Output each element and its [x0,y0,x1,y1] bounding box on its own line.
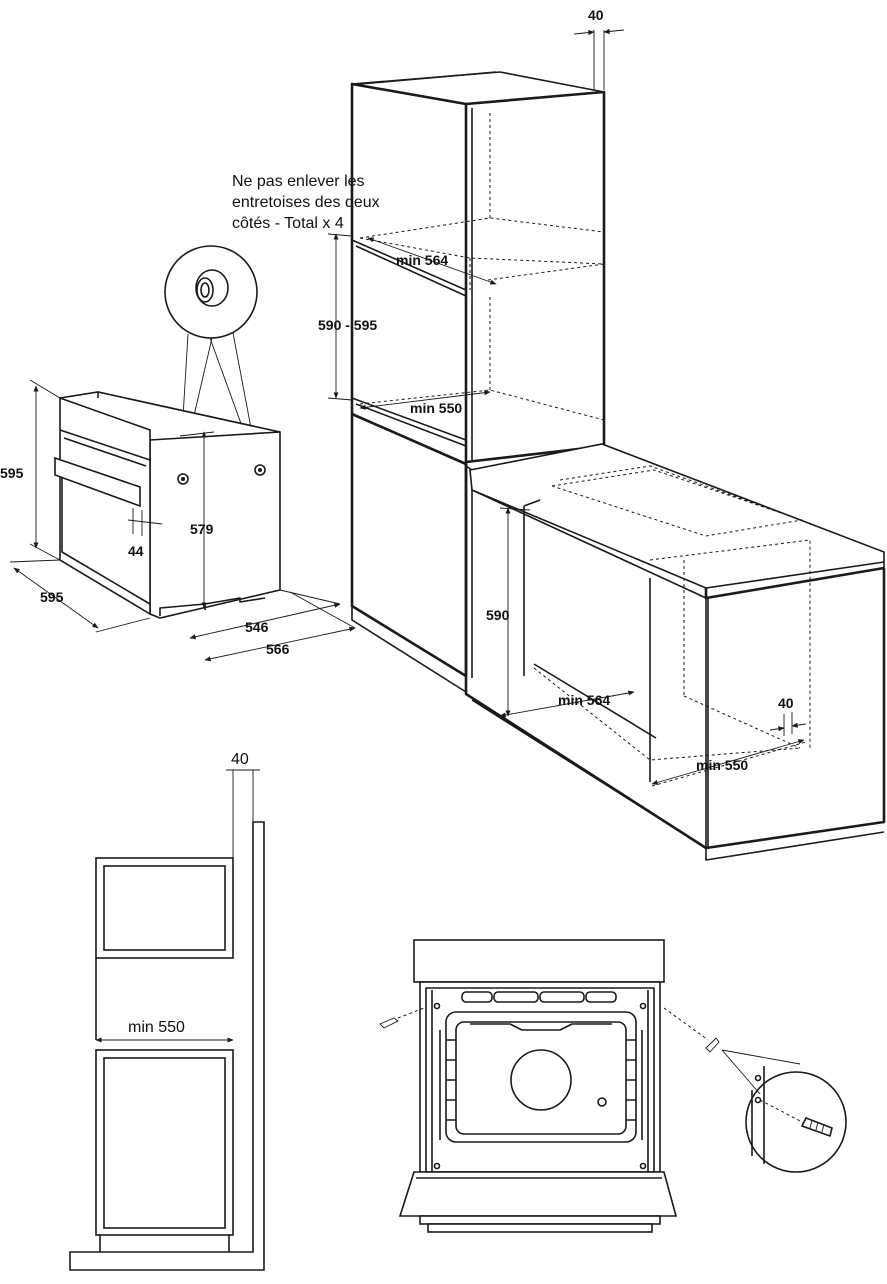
oven-depth-outer-label: 566 [266,641,290,657]
oven-panel-label: 44 [128,543,144,559]
counter-gap-label: 40 [778,695,794,711]
spacer-icon [195,269,229,307]
oven-width-label: 595 [40,589,64,605]
oven-depth-inner-label: 546 [245,619,269,635]
column-opening-height-label: 590 - 595 [318,317,377,333]
counter-depth-label: min 550 [696,757,748,773]
right-screw-icon [705,1037,720,1053]
note-line-2: entretoises des deux [232,194,380,211]
note-line-3: côtés - Total x 4 [232,215,344,232]
oven-height-label: 595 [0,465,24,481]
screw-detail-magnifier [745,1071,847,1173]
left-screw-icon [379,1017,399,1029]
oven-front-view [379,939,847,1233]
note-line-1: Ne pas enlever les [232,173,365,190]
oven-isometric: 595 595 546 566 579 44 [0,245,356,662]
counter-width-label: min 564 [558,692,610,708]
control-panel [413,939,665,983]
spacer-magnifier [164,245,258,339]
section-depth-label: min 550 [128,1019,185,1036]
section-view: 40 min 550 [69,751,265,1271]
oven-inner-height-label: 579 [190,521,214,537]
spacer-note: Ne pas enlever les entretoises des deux … [232,173,380,232]
counter-height-label: 590 [486,607,510,623]
section-gap-label: 40 [231,751,249,768]
column-gap-label: 40 [588,7,604,23]
column-opening-depth-label: min 550 [410,400,462,416]
cabinet-isometric: 40 min 564 min 550 590 - 595 [318,7,886,861]
fan-cover [510,1049,572,1111]
column-opening-width-label: min 564 [396,252,448,268]
